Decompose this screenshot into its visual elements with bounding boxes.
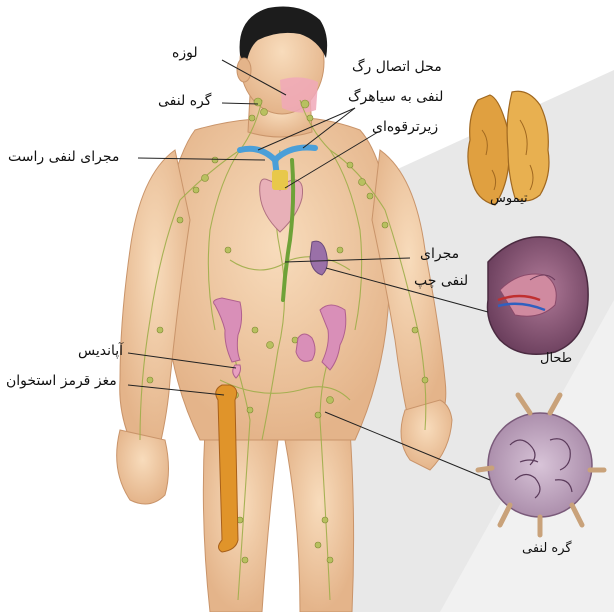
label-tonsil: لوزه: [172, 44, 198, 62]
ear: [237, 58, 251, 82]
label-right-duct: مجرای لنفی راست: [8, 148, 119, 166]
label-junction-line1: محل اتصال رگ: [352, 58, 442, 76]
label-bone-marrow: مغز قرمز استخوان: [6, 372, 117, 390]
label-subclavian: زیرترقوه‌ای: [372, 118, 438, 136]
label-junction-line2: لنفی به سیاهرگ: [348, 88, 443, 106]
heart-vessel-yellow: [272, 170, 288, 190]
label-left-duct-line1: مجرای: [420, 245, 459, 263]
label-lymph-node-top: گره لنفی: [158, 92, 211, 110]
left-arm: [120, 150, 190, 445]
label-appendix: آپاندیس: [78, 342, 123, 360]
label-left-duct-line2: لنفی چپ: [414, 272, 468, 290]
spleen-illustration: [488, 237, 589, 354]
label-lymph-node-detail: گره لنفی: [522, 540, 572, 558]
left-hand: [117, 430, 169, 504]
right-leg: [285, 430, 354, 612]
label-spleen: طحال: [540, 350, 572, 368]
label-thymus: تیموس: [490, 190, 528, 208]
